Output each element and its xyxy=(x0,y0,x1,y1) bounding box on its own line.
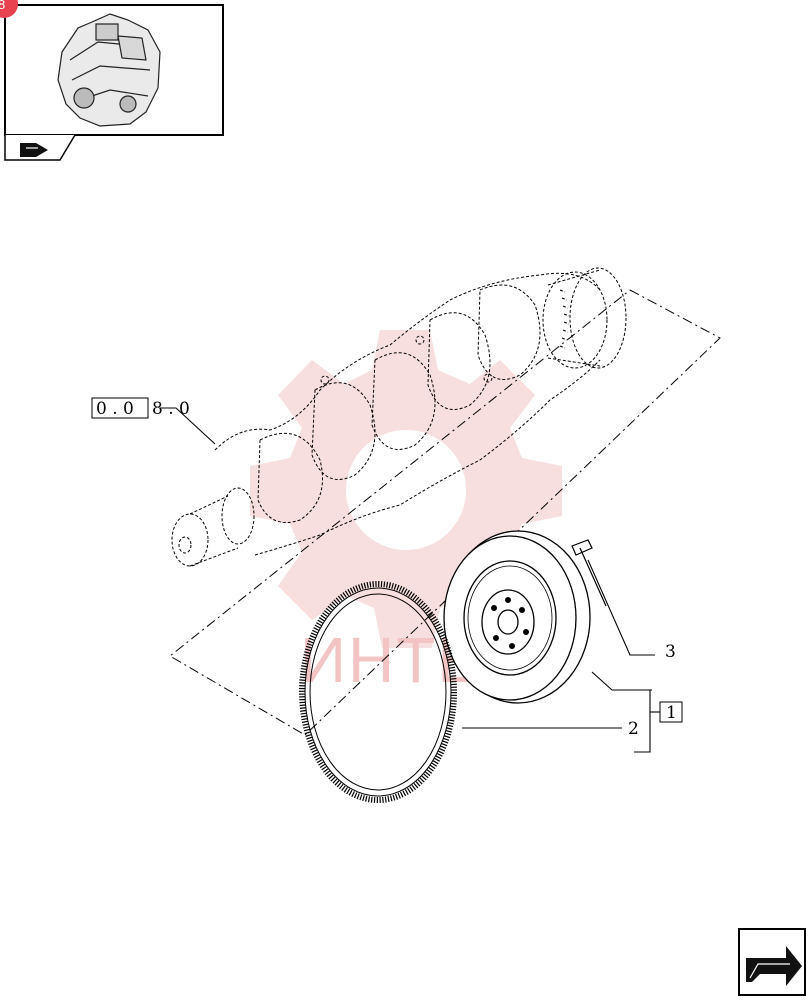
crankshaft xyxy=(171,267,627,567)
ring-gear xyxy=(299,581,457,803)
leader-lines xyxy=(160,407,660,753)
engine-thumbnail[interactable]: 8 xyxy=(0,0,224,136)
flywheel xyxy=(443,530,591,704)
engine-thumbnail-icon xyxy=(57,13,161,127)
crankshaft-reference-callout[interactable]: 0 . 0 8 . 0 xyxy=(91,397,190,419)
crankshaft-ref-box-text: 0 . 0 xyxy=(96,399,134,419)
callout-group-1-label: 1 xyxy=(666,703,677,723)
callout-item-3[interactable]: 3 xyxy=(665,642,676,662)
flywheel-bolt xyxy=(571,539,607,607)
flywheel-bolt-holes xyxy=(491,597,529,649)
assembly-axis xyxy=(169,289,721,736)
badge-icon xyxy=(0,0,18,18)
badge-label: 8 xyxy=(0,0,5,12)
view-tab[interactable] xyxy=(4,134,76,161)
next-page-button[interactable] xyxy=(738,928,806,996)
callout-item-2[interactable]: 2 xyxy=(628,719,639,739)
next-page-arrow-icon xyxy=(746,946,802,986)
callout-group-1[interactable]: 1 xyxy=(659,701,683,723)
pointing-hand-icon xyxy=(20,143,48,157)
crankshaft-ref-suffix-text: 8 . 0 xyxy=(152,399,190,419)
